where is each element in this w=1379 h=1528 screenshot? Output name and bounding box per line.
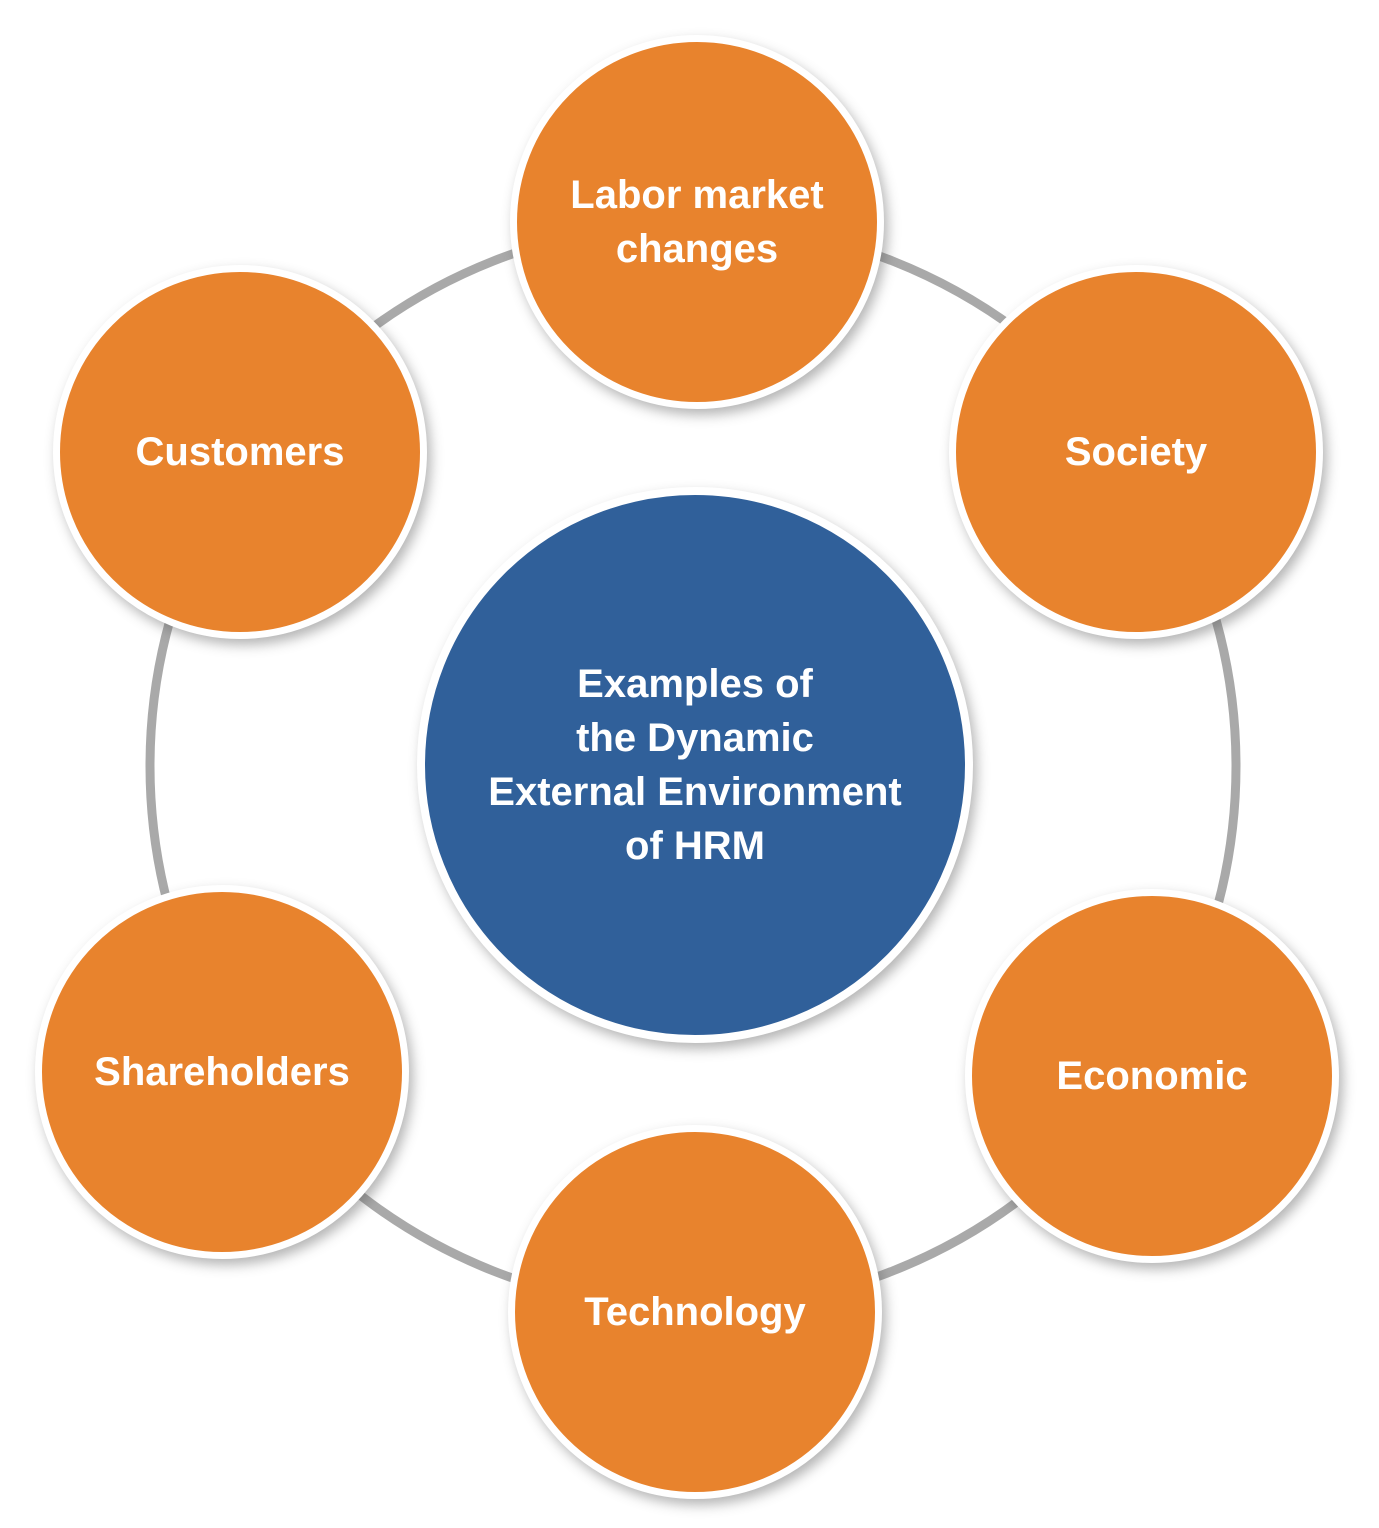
center-node: Examples of the Dynamic External Environ… — [417, 487, 973, 1043]
node-society-label: Society — [1064, 430, 1208, 474]
node-shareholders-label: Shareholders — [94, 1050, 350, 1094]
node-technology-label: Technology — [584, 1290, 806, 1334]
node-labor-market-changes-label: Labor market changes — [570, 173, 824, 271]
node-customers: Customers — [53, 265, 427, 639]
node-shareholders: Shareholders — [35, 885, 409, 1259]
node-economic-label: Economic — [1056, 1054, 1248, 1098]
center-node-label: Examples of the Dynamic External Environ… — [488, 662, 902, 868]
node-labor-market-changes: Labor market changes — [510, 35, 884, 409]
node-society: Society — [949, 265, 1323, 639]
node-economic: Economic — [965, 889, 1339, 1263]
node-customers-label: Customers — [135, 430, 345, 474]
node-technology: Technology — [508, 1125, 882, 1499]
